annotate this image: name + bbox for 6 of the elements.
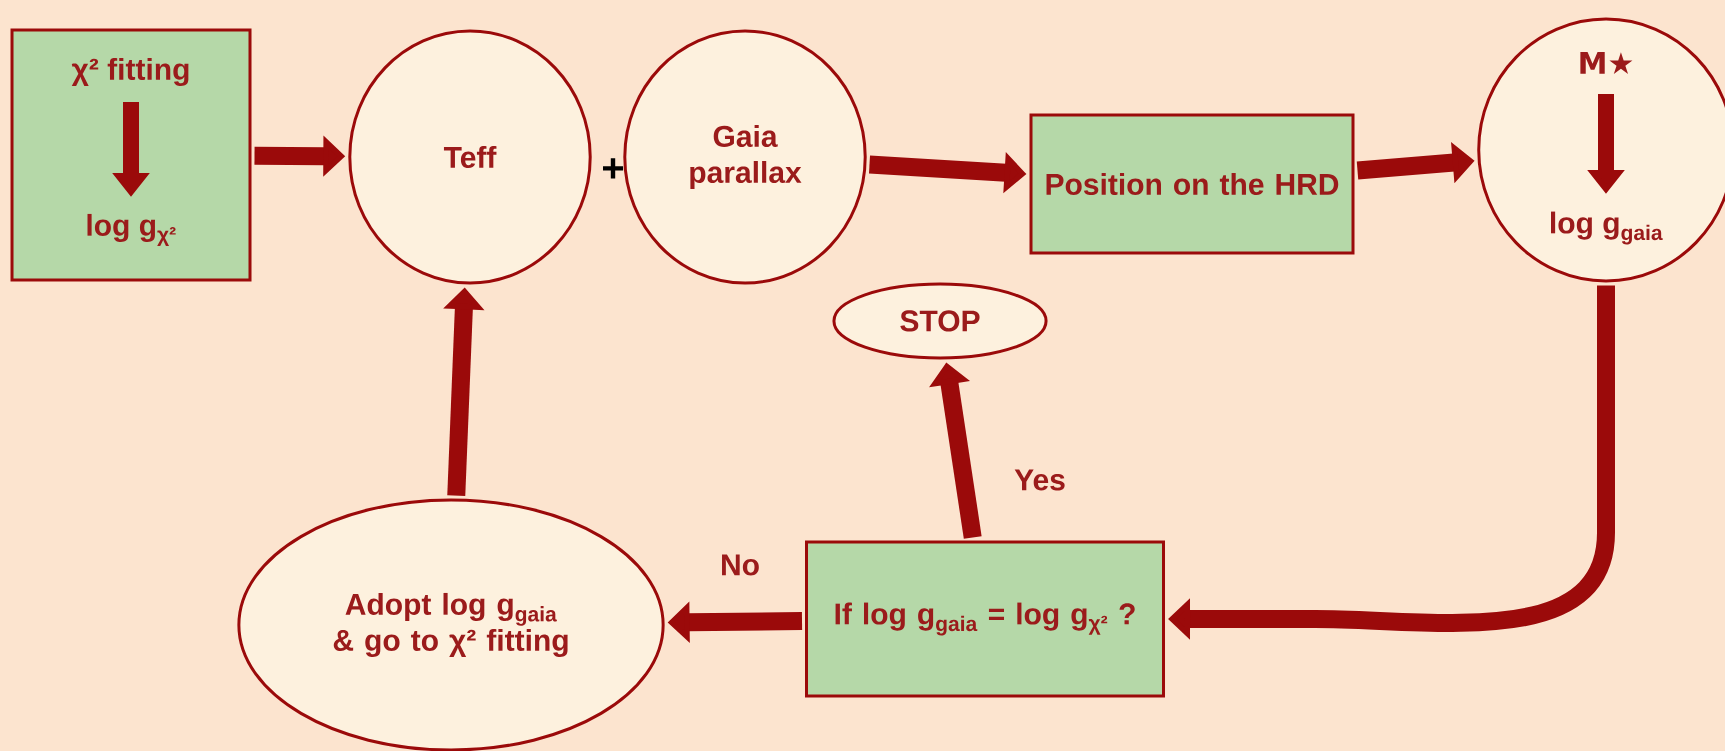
process-box: If log g$_{gaia}$ = log g$_{χ²}$ ?	[805, 540, 1165, 698]
process-box: Position on the HRD	[1029, 113, 1355, 255]
plus-sign: +	[603, 158, 624, 179]
edge-label: Yes	[1012, 467, 1068, 493]
edge-label: No	[718, 552, 762, 578]
process-box: χ² fitting log g$_{χ²}$	[10, 28, 252, 282]
